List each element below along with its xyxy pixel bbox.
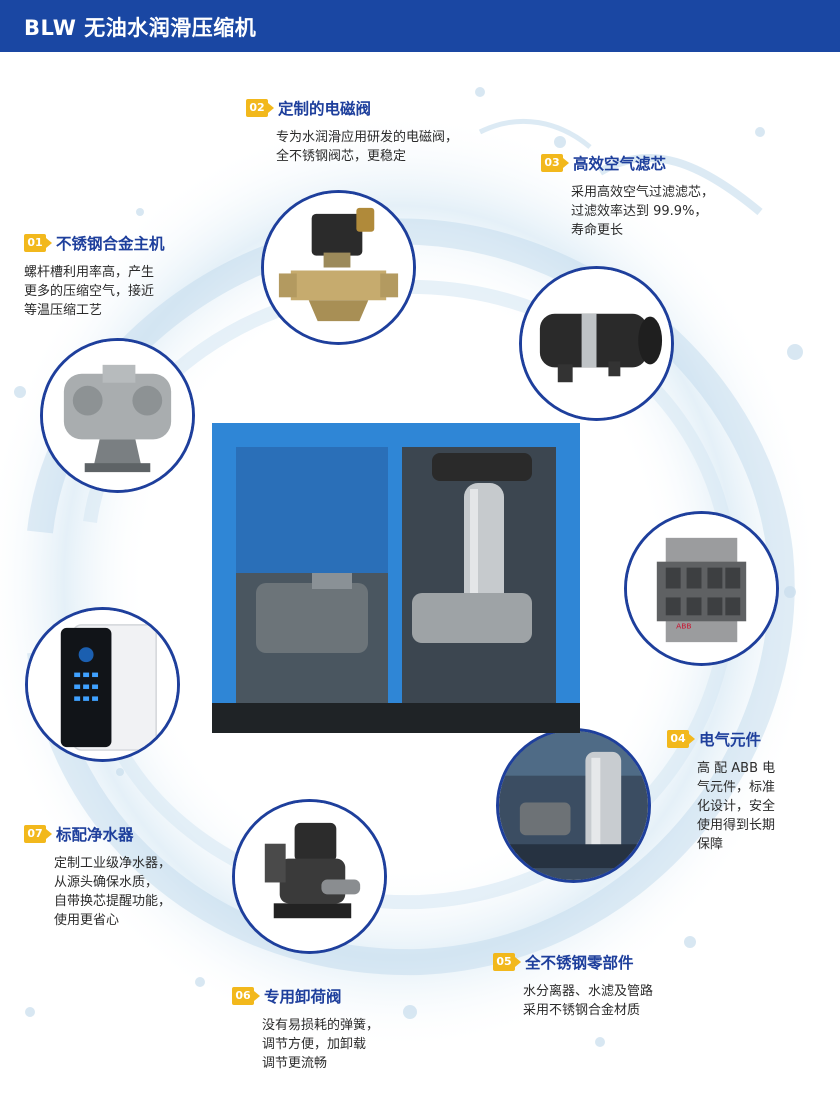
feature-description: 螺杆槽利用率高，产生 更多的压缩空气，接近 等温压缩工艺 [24, 265, 155, 318]
feature-description: 高 配 ABB 电 气元件，标准 化设计，安全 使用得到长期 保障 [697, 761, 776, 852]
contactor-photo-circle: ABB [624, 511, 779, 666]
feature-title: 专用卸荷阀 [264, 988, 342, 1006]
page-title: BLW 无油水润滑压缩机 [24, 16, 257, 40]
feature-description: 水分离器、水滤及管路 采用不锈钢合金材质 [523, 984, 654, 1018]
feature-badge: 05 [493, 953, 521, 971]
solenoid-valve-illustration [264, 193, 413, 342]
feature-title: 不锈钢合金主机 [56, 235, 165, 253]
feature-badge: 06 [232, 987, 260, 1005]
feature-description: 专为水润滑应用研发的电磁阀， 全不锈钢阀芯，更稳定 [276, 130, 459, 164]
water-purifier-illustration [28, 610, 177, 759]
feature-description: 采用高效空气过滤滤芯， 过滤效率达到 99.9%， 寿命更长 [571, 185, 715, 238]
feature-description: 没有易损耗的弹簧， 调节方便，加卸载 调节更流畅 [262, 1018, 380, 1071]
feature-title: 标配净水器 [56, 826, 134, 844]
feature-title: 电气元件 [699, 731, 762, 749]
stainless-parts-illustration [499, 731, 648, 880]
feature-badge: 01 [24, 234, 52, 252]
airend-photo-circle [40, 338, 195, 493]
feature-title: 定制的电磁阀 [278, 100, 372, 118]
abb-logo-text: ABB [676, 622, 691, 631]
stainless-parts-photo-circle [496, 728, 651, 883]
feature-title: 高效空气滤芯 [573, 155, 667, 173]
water-purifier-photo-circle [25, 607, 180, 762]
unloader-valve-photo-circle [232, 799, 387, 954]
page-header: BLW 无油水润滑压缩机 [0, 0, 840, 52]
contactor-illustration: ABB [627, 514, 776, 663]
air-filter-photo-circle [519, 266, 674, 421]
feature-03: 03 高效空气滤芯 采用高效空气过滤滤芯， 过滤效率达到 99.9%， 寿命更长 [541, 151, 761, 240]
unloader-valve-illustration [235, 802, 384, 951]
feature-01: 01 不锈钢合金主机 螺杆槽利用率高，产生 更多的压缩空气，接近 等温压缩工艺 [24, 231, 244, 320]
feature-05: 05 全不锈钢零部件 水分离器、水滤及管路 采用不锈钢合金材质 [493, 950, 753, 1020]
feature-description: 定制工业级净水器， 从源头确保水质， 自带换芯提醒功能， 使用更省心 [54, 856, 172, 928]
airend-illustration [43, 341, 192, 490]
feature-badge: 04 [667, 730, 695, 748]
feature-badge: 03 [541, 154, 569, 172]
solenoid-valve-photo-circle [261, 190, 416, 345]
feature-title: 全不锈钢零部件 [525, 954, 634, 972]
feature-07: 07 标配净水器 定制工业级净水器， 从源头确保水质， 自带换芯提醒功能， 使用… [24, 822, 244, 930]
compressor-unit-illustration [212, 423, 580, 733]
air-filter-illustration [522, 269, 671, 418]
feature-badge: 02 [246, 99, 274, 117]
feature-06: 06 专用卸荷阀 没有易损耗的弹簧， 调节方便，加卸载 调节更流畅 [232, 984, 462, 1073]
feature-02: 02 定制的电磁阀 专为水润滑应用研发的电磁阀， 全不锈钢阀芯，更稳定 [246, 96, 526, 166]
feature-04: 04 电气元件 高 配 ABB 电 气元件，标准 化设计，安全 使用得到长期 保… [667, 727, 827, 854]
feature-badge: 07 [24, 825, 52, 843]
